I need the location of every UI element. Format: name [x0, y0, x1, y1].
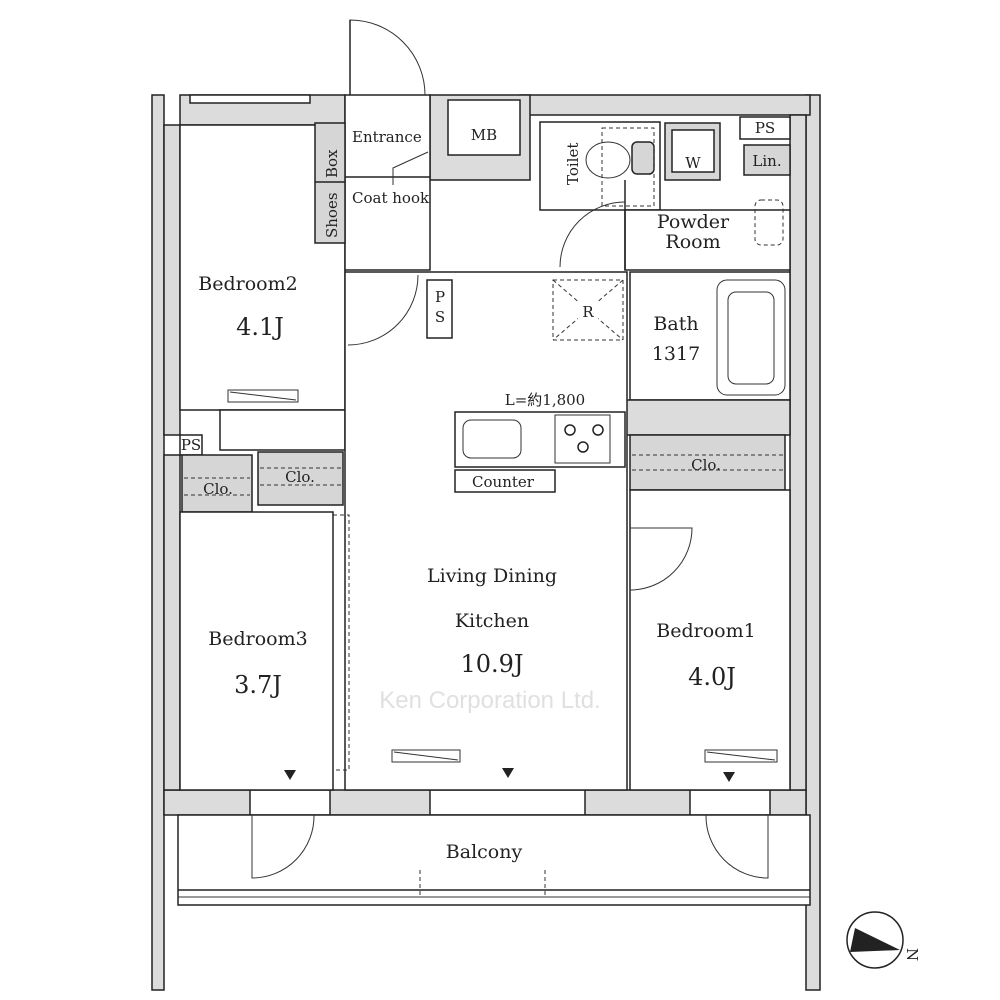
meter-box — [447, 99, 521, 156]
bath-bottom-wall — [624, 399, 791, 436]
kitchen-counter — [454, 411, 626, 468]
bathtub — [716, 279, 786, 396]
coat-hook-leader — [392, 151, 429, 185]
bedroom2-label: Bedroom2 — [198, 273, 297, 295]
ps-shaft — [426, 279, 453, 339]
bath — [629, 271, 791, 401]
bath-size: 1317 — [652, 343, 700, 365]
right-inner-wall — [789, 114, 807, 791]
closet-bedroom2 — [257, 451, 344, 506]
bedroom3 — [179, 511, 334, 791]
ldk-label-1: Living Dining — [427, 565, 557, 587]
ldk-size: 10.9J — [460, 650, 523, 678]
stove — [554, 414, 611, 464]
counter-label: Counter — [472, 473, 535, 491]
balcony-door-swing-left — [251, 814, 315, 879]
powder-room — [624, 209, 791, 271]
watermark: Ken Corporation Ltd. — [379, 687, 600, 714]
closet-bedroom1 — [629, 434, 786, 491]
powder-room-label-2: Room — [665, 231, 720, 253]
ldk-label-2: Kitchen — [455, 610, 529, 632]
counter — [454, 469, 556, 493]
coat-hook-label: Coat hook — [352, 189, 430, 207]
kitchen-length-label: L=約1,800 — [505, 391, 585, 409]
window — [689, 789, 771, 816]
aircon-bedroom1 — [704, 749, 778, 763]
ps-shaft-label-2: S — [435, 308, 445, 326]
ps-left-label: PS — [181, 436, 201, 454]
ps-top-label: PS — [755, 119, 775, 137]
window — [189, 94, 311, 104]
mb-label: MB — [471, 126, 497, 144]
powder-room-label-1: Powder — [657, 211, 730, 233]
bedroom3-left-wall — [163, 454, 181, 791]
closet-bedroom3 — [181, 454, 253, 513]
bedroom1-door-swing — [629, 527, 693, 591]
washer-label: W — [685, 154, 701, 172]
closet-bedroom1-label: Clo. — [691, 456, 721, 474]
toilet-tank — [631, 141, 655, 175]
bedroom1-label: Bedroom1 — [656, 620, 755, 642]
toilet-bowl — [585, 141, 631, 179]
window-marker — [502, 768, 514, 778]
bedroom2-alcove — [219, 409, 346, 451]
bath-label: Bath — [653, 313, 698, 335]
ps-shaft-label-1: P — [435, 288, 445, 306]
closet-bedroom3-label: Clo. — [203, 480, 233, 498]
bedroom3-label: Bedroom3 — [208, 628, 307, 650]
shoes-box — [314, 122, 346, 244]
window-marker — [284, 770, 296, 780]
window-marker — [723, 772, 735, 782]
window — [429, 789, 586, 816]
bedroom1 — [629, 489, 791, 791]
balcony-label: Balcony — [446, 841, 523, 863]
compass-north-label: N — [903, 948, 921, 961]
toilet-label: Toilet — [564, 143, 582, 185]
bedroom3-size: 3.7J — [234, 671, 282, 699]
entrance — [344, 94, 431, 271]
compass-icon: N — [846, 911, 921, 969]
sink — [462, 419, 522, 459]
balcony-door-swing-right — [705, 814, 769, 879]
shoes-box-label-2: Box — [323, 149, 341, 178]
bedroom1-size: 4.0J — [688, 663, 736, 691]
top-right-wall — [519, 94, 811, 116]
linen-label: Lin. — [752, 152, 781, 170]
entrance-label: Entrance — [352, 128, 422, 146]
linen-closet — [743, 144, 791, 176]
ps-top — [739, 116, 791, 140]
refrigerator-space — [552, 279, 624, 341]
closet-bedroom2-label: Clo. — [285, 468, 315, 486]
refrigerator-label: R — [582, 303, 594, 321]
shoes-box-label-1: Shoes — [323, 192, 341, 238]
aircon-bedroom2 — [227, 389, 299, 403]
powder-door-swing — [559, 201, 626, 268]
bedroom2-size: 4.1J — [236, 313, 284, 341]
entrance-door-swing — [349, 19, 426, 96]
left-outer-wall — [151, 94, 165, 991]
wash-basin — [754, 199, 784, 246]
bedroom2-door-swing — [347, 274, 419, 346]
window — [249, 789, 331, 816]
living-dining-kitchen — [344, 271, 628, 791]
bedroom2-left-wall — [163, 124, 181, 436]
aircon-ldk — [391, 749, 461, 763]
